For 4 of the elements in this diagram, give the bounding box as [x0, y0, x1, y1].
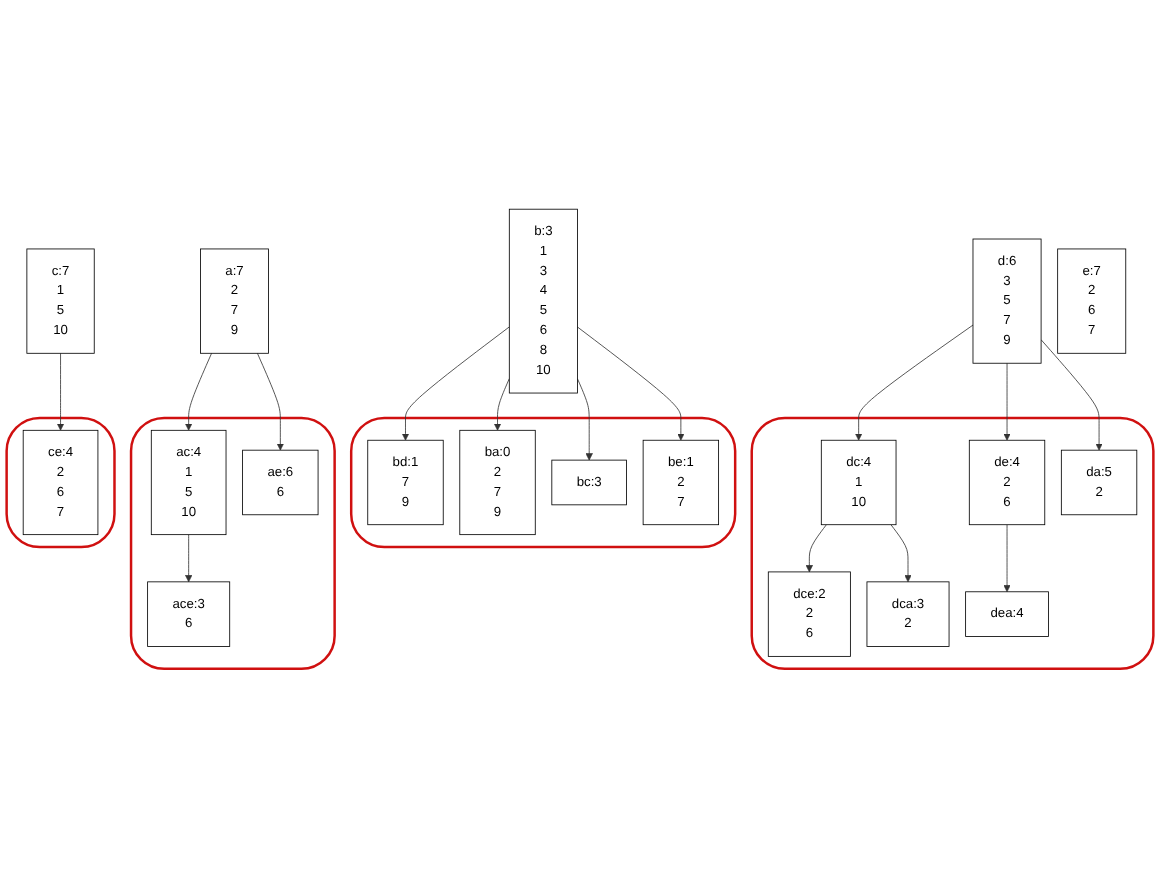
cluster: [349, 416, 737, 549]
cluster: [5, 416, 116, 549]
cluster: [750, 416, 1155, 671]
cluster: [129, 416, 336, 671]
